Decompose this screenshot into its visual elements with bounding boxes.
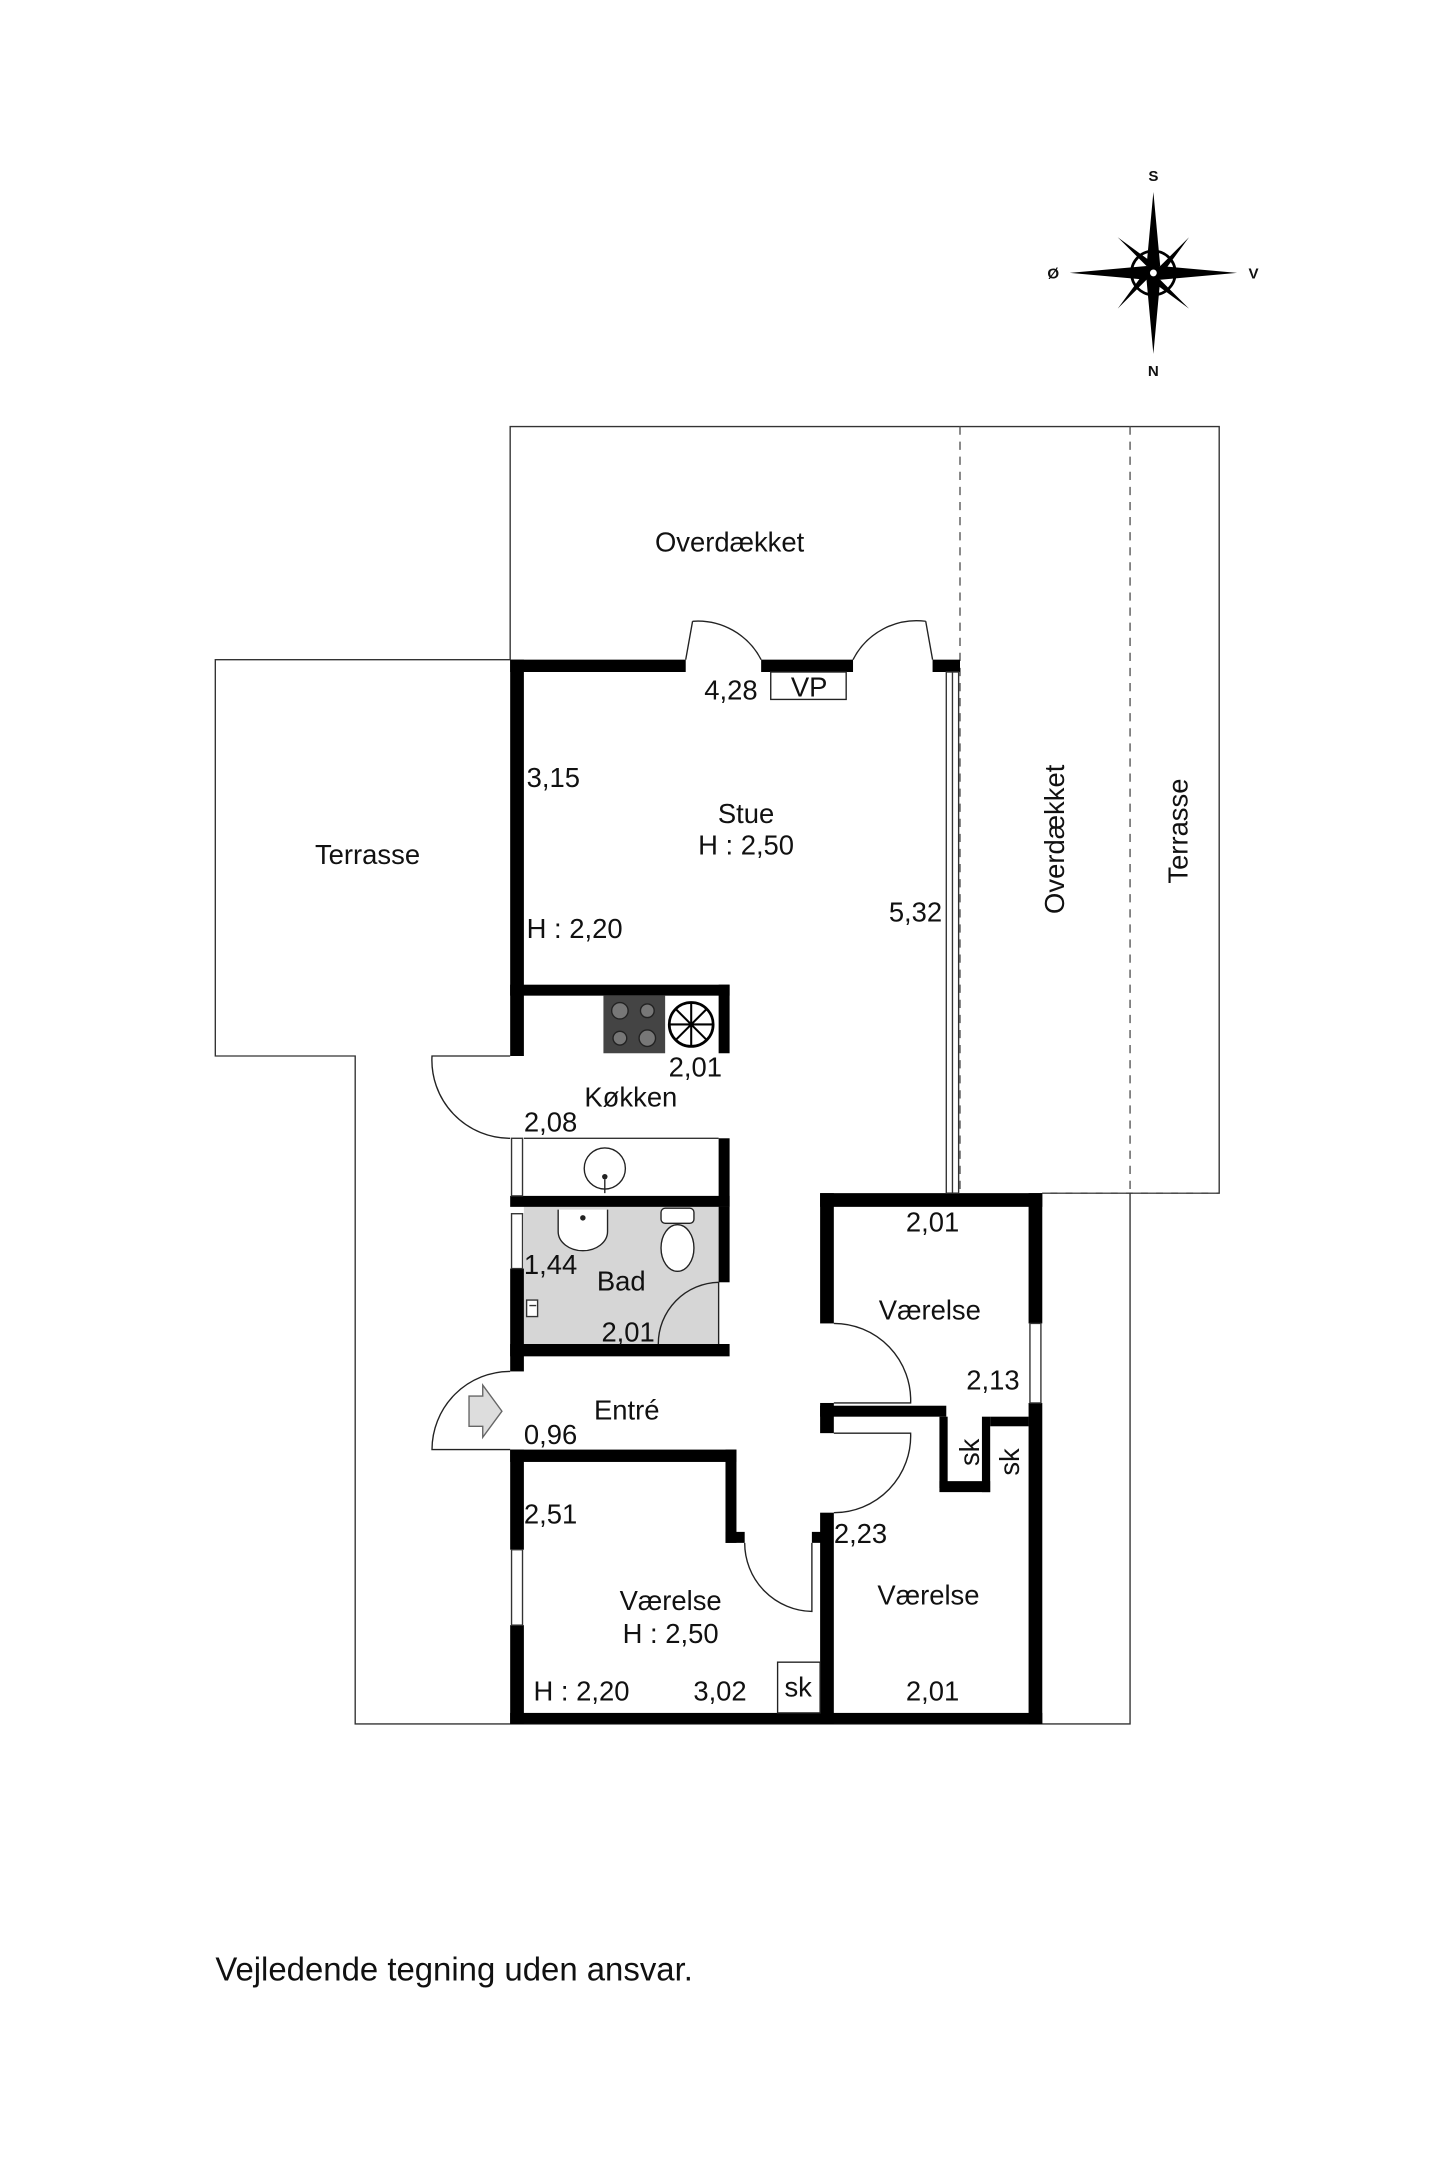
room-name-stue: Stue bbox=[718, 798, 774, 829]
room-name-bedroom: Værelse bbox=[620, 1585, 722, 1616]
dimension: 1,44 bbox=[524, 1249, 577, 1280]
compass-east: Ø bbox=[1047, 265, 1059, 282]
cooktop-icon bbox=[603, 995, 666, 1054]
room-name-kitchen: Køkken bbox=[584, 1082, 677, 1113]
covered-area-label: Overdækket bbox=[1039, 764, 1070, 914]
terrace-label: Terrasse bbox=[1163, 779, 1194, 884]
dimension: 2,01 bbox=[906, 1207, 959, 1238]
room-height: H : 2,20 bbox=[527, 913, 623, 944]
room-height: H : 2,20 bbox=[533, 1676, 629, 1707]
room-name-bedroom: Værelse bbox=[877, 1580, 979, 1611]
doors bbox=[431, 620, 934, 1613]
terrace-label: Terrasse bbox=[315, 839, 420, 870]
dimension: 0,96 bbox=[524, 1419, 577, 1450]
compass-north: N bbox=[1148, 363, 1159, 380]
outdoor-outlines bbox=[214, 425, 1220, 1725]
compass-south: S bbox=[1148, 168, 1158, 185]
walls bbox=[510, 659, 1043, 1724]
room-name-bath: Bad bbox=[597, 1266, 646, 1297]
room-name-bedroom: Værelse bbox=[879, 1294, 981, 1325]
windows bbox=[510, 671, 1042, 1626]
room-height: H : 2,50 bbox=[623, 1618, 719, 1649]
room-name-entry: Entré bbox=[594, 1394, 660, 1425]
closet-label: sk bbox=[784, 1671, 812, 1702]
dimension: 2,13 bbox=[966, 1364, 1019, 1395]
dimension: 2,01 bbox=[669, 1052, 722, 1083]
dimension: 2,01 bbox=[601, 1316, 654, 1347]
vp-label: VP bbox=[791, 672, 828, 703]
dimension: 5,32 bbox=[889, 897, 942, 928]
closet-box bbox=[776, 1661, 821, 1714]
compass-rose-icon bbox=[1069, 192, 1238, 354]
dimension: 2,51 bbox=[524, 1499, 577, 1530]
washbasin-icon bbox=[557, 1209, 609, 1252]
covered-area-label: Overdækket bbox=[655, 526, 805, 557]
toilet-icon bbox=[660, 1207, 695, 1272]
shower-icon bbox=[525, 1299, 539, 1318]
dimension: 3,02 bbox=[693, 1676, 746, 1707]
closet-label: sk bbox=[994, 1448, 1025, 1476]
room-height: H : 2,50 bbox=[698, 829, 794, 860]
dimension: 2,01 bbox=[906, 1676, 959, 1707]
dimension: 4,28 bbox=[704, 674, 757, 705]
dimension: 2,23 bbox=[834, 1518, 887, 1549]
entrance-arrow-icon bbox=[468, 1383, 503, 1440]
closet-label: sk bbox=[954, 1438, 985, 1466]
compass-west: V bbox=[1248, 265, 1258, 282]
disclaimer: Vejledende tegning uden ansvar. bbox=[215, 1950, 693, 1987]
sink-icon bbox=[583, 1147, 627, 1194]
vp-box bbox=[770, 671, 847, 701]
hood-fan-icon bbox=[667, 1001, 715, 1048]
dimension: 3,15 bbox=[527, 762, 580, 793]
dimension: 2,08 bbox=[524, 1106, 577, 1137]
